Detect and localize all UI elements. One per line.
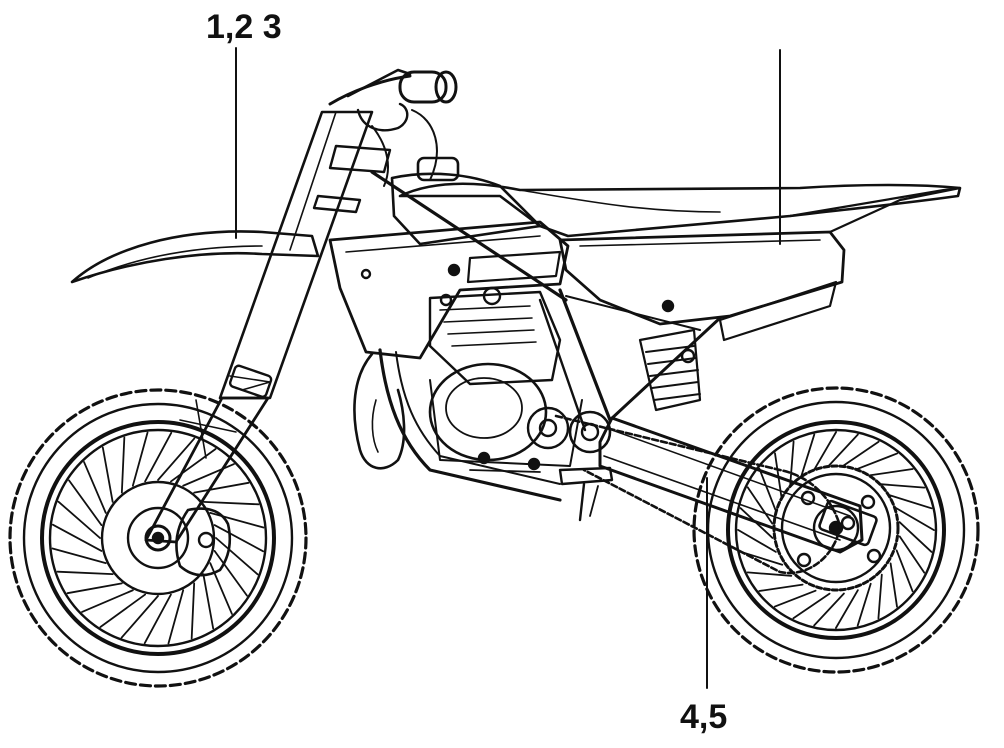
handlebar-grip — [398, 70, 448, 104]
wheel-spoke — [888, 494, 933, 510]
swingarm — [568, 410, 878, 554]
wheel-spoke — [889, 562, 898, 608]
wheel-spoke — [170, 448, 217, 483]
rear-shock — [638, 328, 702, 412]
wheel-spoke — [157, 437, 196, 481]
wheel-spoke — [792, 592, 831, 620]
wheel-spoke — [202, 573, 215, 630]
wheel-spoke — [895, 549, 914, 593]
front-fork — [144, 110, 374, 544]
seat — [398, 182, 962, 238]
wheel-spoke — [898, 521, 933, 553]
wheel-spoke — [144, 431, 173, 483]
wheel-spoke — [51, 523, 103, 552]
wheel-spoke — [855, 452, 899, 471]
wheel-spoke — [877, 573, 883, 620]
front-brake-disc — [100, 480, 216, 596]
wheel-spoke — [800, 433, 816, 478]
wheel-spoke — [841, 440, 880, 468]
front-brake-caliper — [175, 507, 232, 577]
wheel-spoke — [868, 468, 914, 477]
wheel-spoke — [68, 479, 103, 526]
wheel-spoke — [213, 524, 265, 553]
chain-adjuster — [818, 499, 878, 547]
wheel-spoke — [120, 595, 159, 639]
wheel-spoke — [737, 528, 777, 553]
wheel-spoke — [99, 593, 146, 628]
wheel-spoke — [143, 593, 172, 645]
wheel-spoke — [898, 535, 926, 574]
callout-label-swingarm: 4,5 — [680, 698, 728, 736]
wheel-spoke — [789, 440, 795, 487]
wheel-spoke — [879, 483, 926, 489]
drive-chain — [554, 414, 842, 575]
wheel-spoke — [83, 461, 107, 514]
wheel-spoke — [746, 571, 793, 577]
engine — [428, 286, 583, 473]
wheel-spoke — [57, 500, 101, 539]
wheel-spoke — [66, 582, 123, 595]
wheel-spoke — [827, 433, 859, 468]
wheel-spoke — [81, 589, 134, 613]
wheel-spoke — [813, 431, 838, 471]
wheel-spoke — [215, 537, 259, 576]
wheel-spoke — [190, 582, 196, 640]
wheel-spoke — [774, 452, 783, 498]
callout-label-front: 1,2 3 — [206, 8, 282, 46]
wheel-spoke — [56, 570, 114, 576]
frame — [370, 170, 722, 502]
wheel-spoke — [758, 583, 804, 592]
wheel-spoke — [193, 481, 250, 494]
wheel-spoke — [209, 511, 265, 529]
wheel-spoke — [758, 467, 777, 511]
wheel-spoke — [101, 446, 114, 503]
wheel-spoke — [856, 582, 872, 627]
wheel-spoke — [131, 431, 149, 487]
footpeg — [558, 466, 614, 486]
radiator-shroud — [328, 220, 570, 360]
triple-clamp — [328, 144, 392, 174]
wheel-spoke — [834, 589, 859, 629]
wheel-spoke — [182, 463, 235, 487]
handlebar — [328, 68, 458, 187]
wheel-spoke — [120, 436, 126, 494]
wheel-spoke — [773, 589, 817, 608]
exhaust-pipe — [353, 352, 406, 470]
front-fender — [70, 230, 320, 284]
wheel-spoke — [213, 550, 248, 597]
wheel-spoke — [895, 507, 935, 532]
fuel-tank — [390, 172, 542, 246]
front-wheel — [8, 388, 308, 688]
wheel-spoke — [746, 486, 774, 525]
wheel-spoke — [51, 547, 107, 565]
wheel-spoke — [813, 592, 845, 627]
fuel-cap — [416, 156, 460, 182]
rear-wheel — [692, 386, 980, 674]
wheel-spoke — [167, 589, 185, 645]
wheel-spoke — [202, 500, 260, 506]
